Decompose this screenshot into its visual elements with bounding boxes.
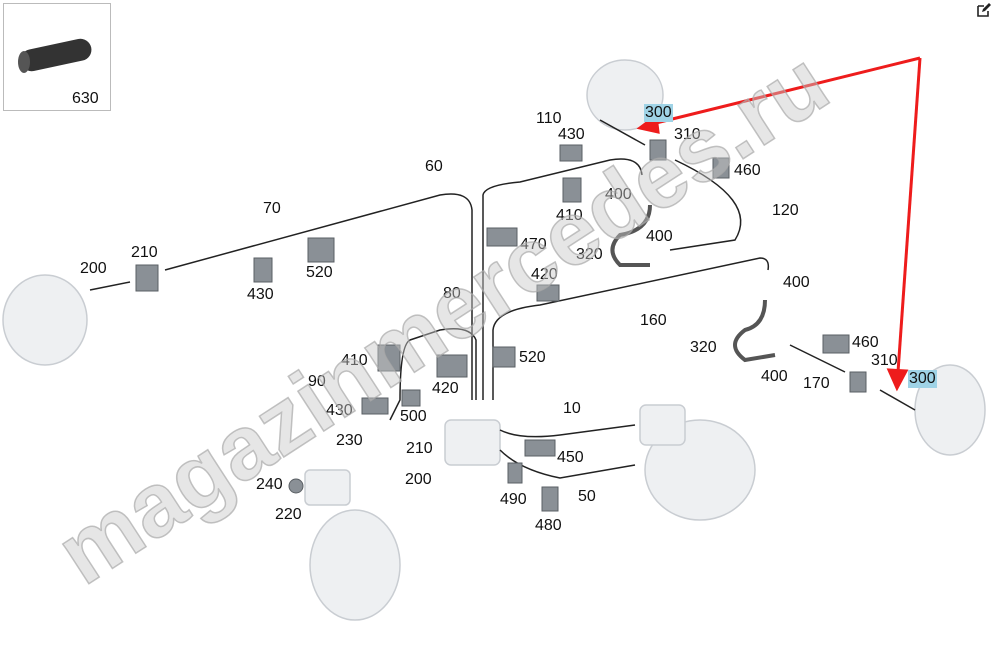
callout[interactable]: 450 (557, 449, 584, 466)
callout[interactable]: 240 (256, 476, 283, 493)
callout[interactable]: 430 (326, 402, 353, 419)
callout[interactable]: 500 (400, 408, 427, 425)
callout[interactable]: 200 (80, 260, 107, 277)
part-490 (507, 462, 523, 484)
callout-highlighted[interactable]: 300 (644, 104, 673, 122)
edit-icon[interactable] (976, 2, 992, 18)
callout[interactable]: 400 (646, 228, 673, 245)
brake-disc-front-bottom (309, 509, 401, 621)
inset-label: 630 (72, 90, 99, 107)
callout[interactable]: 410 (556, 207, 583, 224)
part-520b (492, 346, 516, 368)
part-420 (536, 284, 560, 302)
callout[interactable]: 310 (871, 352, 898, 369)
part-470 (486, 227, 518, 247)
red-arrow-2 (896, 57, 922, 373)
callout[interactable]: 320 (576, 246, 603, 263)
inset-part-630: 630 (3, 3, 111, 111)
callout[interactable]: 210 (131, 244, 158, 261)
callout[interactable]: 410 (341, 352, 368, 369)
part-460b (822, 334, 850, 354)
callout[interactable]: 320 (690, 339, 717, 356)
callout[interactable]: 110 (536, 110, 562, 127)
part-500 (401, 389, 421, 407)
callout[interactable]: 460 (734, 162, 761, 179)
callout[interactable]: 50 (578, 488, 596, 505)
callout[interactable]: 10 (563, 400, 581, 417)
part-450 (524, 439, 556, 457)
callout[interactable]: 490 (500, 491, 527, 508)
callout[interactable]: 160 (640, 312, 667, 329)
part-430 (559, 144, 583, 162)
callout[interactable]: 430 (247, 286, 274, 303)
callout[interactable]: 80 (443, 285, 461, 302)
tube-icon (18, 38, 92, 73)
callout[interactable]: 400 (783, 274, 810, 291)
callout[interactable]: 520 (306, 264, 333, 281)
callout[interactable]: 230 (336, 432, 363, 449)
part-460 (712, 157, 730, 179)
part-480 (541, 486, 559, 512)
callout[interactable]: 310 (674, 126, 701, 143)
callout-highlighted[interactable]: 300 (908, 370, 937, 388)
brake-disc-front-left (2, 274, 88, 366)
abs-unit (444, 419, 501, 466)
part-420b (436, 354, 468, 378)
callout[interactable]: 60 (425, 158, 443, 175)
part-410b (377, 344, 401, 372)
callout[interactable]: 210 (406, 440, 433, 457)
part-240 (288, 478, 304, 494)
callout[interactable]: 70 (263, 200, 281, 217)
callout[interactable]: 120 (772, 202, 799, 219)
master-cylinder (639, 404, 686, 446)
part-520 (307, 237, 335, 263)
part-310 (649, 139, 667, 161)
callout[interactable]: 430 (558, 126, 585, 143)
caliper-220 (304, 469, 351, 506)
part-430b (253, 257, 273, 283)
callout[interactable]: 90 (308, 373, 326, 390)
callout[interactable]: 520 (519, 349, 546, 366)
part-430c (361, 397, 389, 415)
callout[interactable]: 420 (531, 266, 558, 283)
callout[interactable]: 400 (605, 186, 632, 203)
part-310b (849, 371, 867, 393)
callout[interactable]: 460 (852, 334, 879, 351)
callout[interactable]: 400 (761, 368, 788, 385)
callout[interactable]: 200 (405, 471, 432, 488)
callout[interactable]: 480 (535, 517, 562, 534)
red-arrow-1 (651, 56, 921, 126)
part-410 (562, 177, 582, 203)
callout[interactable]: 220 (275, 506, 302, 523)
callout[interactable]: 470 (520, 236, 547, 253)
callout[interactable]: 420 (432, 380, 459, 397)
part-210 (135, 264, 159, 292)
callout[interactable]: 170 (803, 375, 830, 392)
